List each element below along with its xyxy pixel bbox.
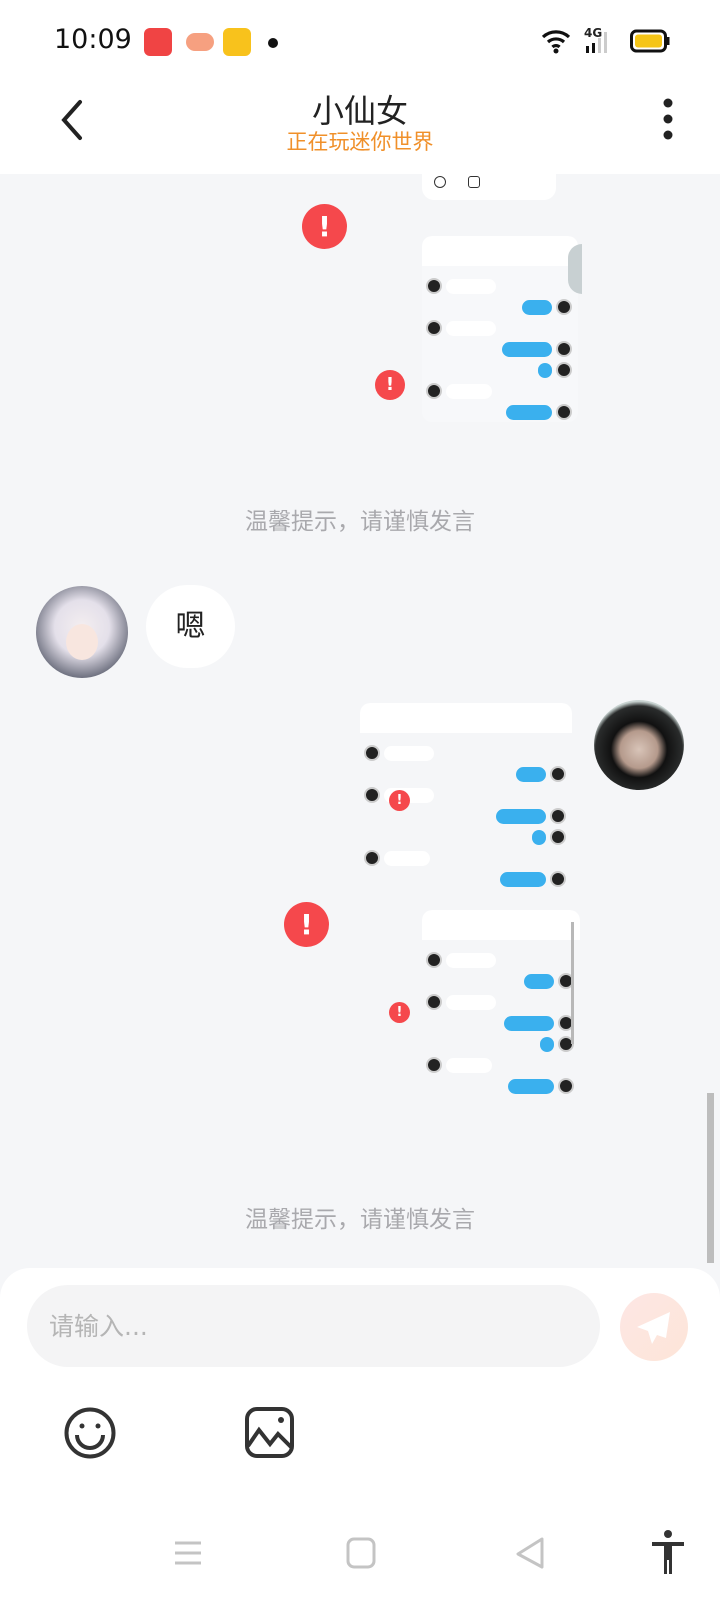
thumbnail-avatar	[364, 745, 380, 761]
thumbnail-avatar	[556, 299, 572, 315]
thumbnail-bubble	[446, 384, 492, 399]
thumbnail-bubble	[446, 1058, 492, 1073]
thumbnail-bubble	[446, 953, 496, 968]
my-avatar[interactable]	[594, 700, 684, 790]
thumbnail-bubble	[540, 1037, 554, 1052]
thumbnail-avatar	[550, 766, 566, 782]
thumbnail-avatar	[426, 952, 442, 968]
thumbnail-bubble	[496, 809, 546, 824]
image-scrollbar	[571, 922, 574, 1044]
game-notification-icon	[186, 33, 214, 51]
chat-scrollbar[interactable]	[707, 1093, 714, 1263]
home-icon[interactable]	[346, 1537, 376, 1569]
thumbnail-avatar	[426, 1057, 442, 1073]
image-message[interactable]	[422, 236, 578, 422]
thumbnail-bubble	[384, 746, 434, 761]
image-icon	[468, 176, 480, 188]
thumbnail-bubble	[516, 767, 546, 782]
thumbnail-header	[360, 703, 572, 733]
thumbnail-avatar	[550, 871, 566, 887]
image-message[interactable]	[422, 910, 580, 1100]
emoji-icon[interactable]	[63, 1406, 117, 1460]
more-options-icon[interactable]	[660, 96, 676, 142]
send-failed-icon[interactable]: !	[284, 902, 329, 947]
thumbnail-bubble	[508, 1079, 554, 1094]
thumbnail-header	[422, 236, 578, 266]
thumbnail-bubble	[532, 830, 546, 845]
signal-icon	[586, 32, 607, 53]
message-input[interactable]	[27, 1285, 600, 1367]
thumbnail-bubble	[524, 974, 554, 989]
thumbnail-bubble	[506, 405, 552, 420]
avatar-partial	[568, 244, 582, 294]
thumbnail-avatar	[558, 1078, 574, 1094]
thumbnail-avatar	[426, 383, 442, 399]
battery-icon	[630, 29, 670, 53]
thumbnail-bubble	[538, 363, 552, 378]
thumbnail-avatar	[550, 808, 566, 824]
thumbnail-bubble	[384, 851, 430, 866]
chat-header: 小仙女 正在玩迷你世界	[0, 82, 720, 174]
emoji-icon	[434, 176, 446, 188]
send-failed-icon[interactable]: !	[389, 790, 410, 811]
send-failed-icon[interactable]: !	[302, 204, 347, 249]
thumbnail-bubble	[446, 279, 496, 294]
app-notification-icon	[144, 28, 172, 56]
navigation-bar	[0, 1520, 720, 1600]
thumbnail-bubble	[522, 300, 552, 315]
contact-status: 正在玩迷你世界	[286, 130, 434, 154]
send-failed-icon[interactable]: !	[389, 1002, 410, 1023]
thumbnail-avatar	[426, 278, 442, 294]
thumbnail-avatar	[556, 362, 572, 378]
network-type: 4G	[584, 26, 603, 40]
accessibility-icon[interactable]	[650, 1530, 686, 1574]
warning-notice: 温馨提示，请谨慎发言	[245, 509, 475, 535]
back-icon[interactable]	[58, 98, 88, 142]
thumbnail-bubble	[446, 995, 496, 1010]
thumbnail-bubble	[446, 321, 496, 336]
app-notification-icon	[223, 28, 251, 56]
thumbnail-avatar	[556, 341, 572, 357]
thumbnail-avatar	[556, 404, 572, 420]
status-bar: 10:09 4G	[0, 0, 720, 82]
back-nav-icon[interactable]	[515, 1536, 545, 1570]
thumbnail-avatar	[426, 320, 442, 336]
contact-name: 小仙女	[311, 92, 408, 130]
thumbnail-bubble	[500, 872, 546, 887]
received-message-bubble: 嗯	[146, 585, 235, 668]
thumbnail-avatar	[364, 850, 380, 866]
send-button[interactable]	[620, 1293, 688, 1361]
status-time: 10:09	[54, 24, 132, 55]
send-failed-icon[interactable]: !	[375, 370, 405, 400]
wifi-icon	[541, 30, 571, 54]
thumbnail-bubble	[504, 1016, 554, 1031]
thumbnail-avatar	[364, 787, 380, 803]
thumbnail-avatar	[550, 829, 566, 845]
paper-plane-icon	[637, 1312, 670, 1344]
image-message[interactable]	[422, 164, 556, 200]
image-picker-icon[interactable]	[244, 1406, 296, 1460]
menu-icon[interactable]	[173, 1538, 203, 1568]
thumbnail-bubble	[502, 342, 552, 357]
more-notifications-dot	[268, 38, 278, 48]
thumbnail-header	[422, 910, 580, 940]
thumbnail-avatar	[558, 1036, 574, 1052]
warning-notice: 温馨提示，请谨慎发言	[245, 1207, 475, 1233]
contact-avatar[interactable]	[36, 586, 128, 678]
thumbnail-avatar	[426, 994, 442, 1010]
